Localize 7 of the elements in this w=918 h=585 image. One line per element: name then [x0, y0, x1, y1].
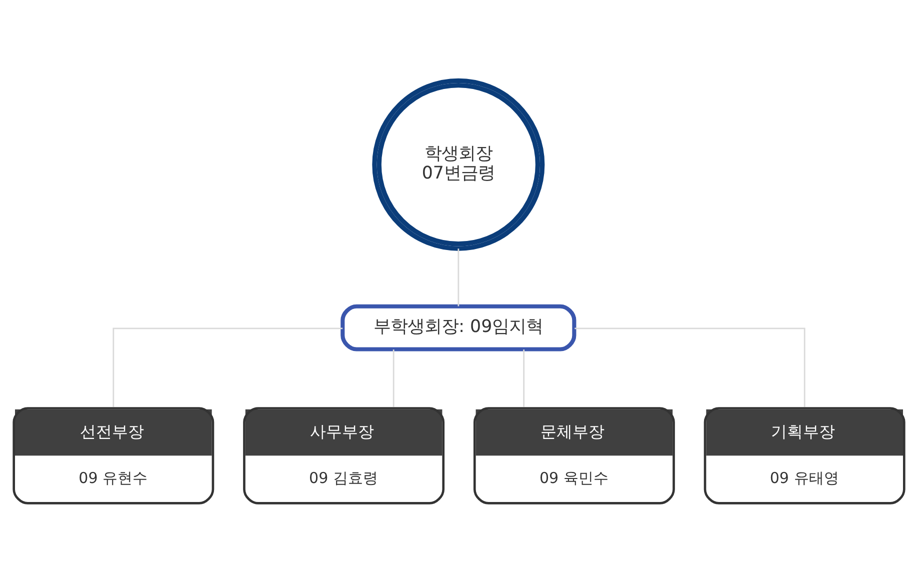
connector — [523, 350, 525, 407]
connector — [574, 328, 806, 407]
connector — [112, 328, 343, 407]
node-box: 부학생회장: 09임지혁 — [340, 304, 576, 352]
connector — [458, 248, 460, 306]
node-circle: 학생회장 07변금령 — [372, 78, 545, 251]
connector — [392, 350, 394, 407]
